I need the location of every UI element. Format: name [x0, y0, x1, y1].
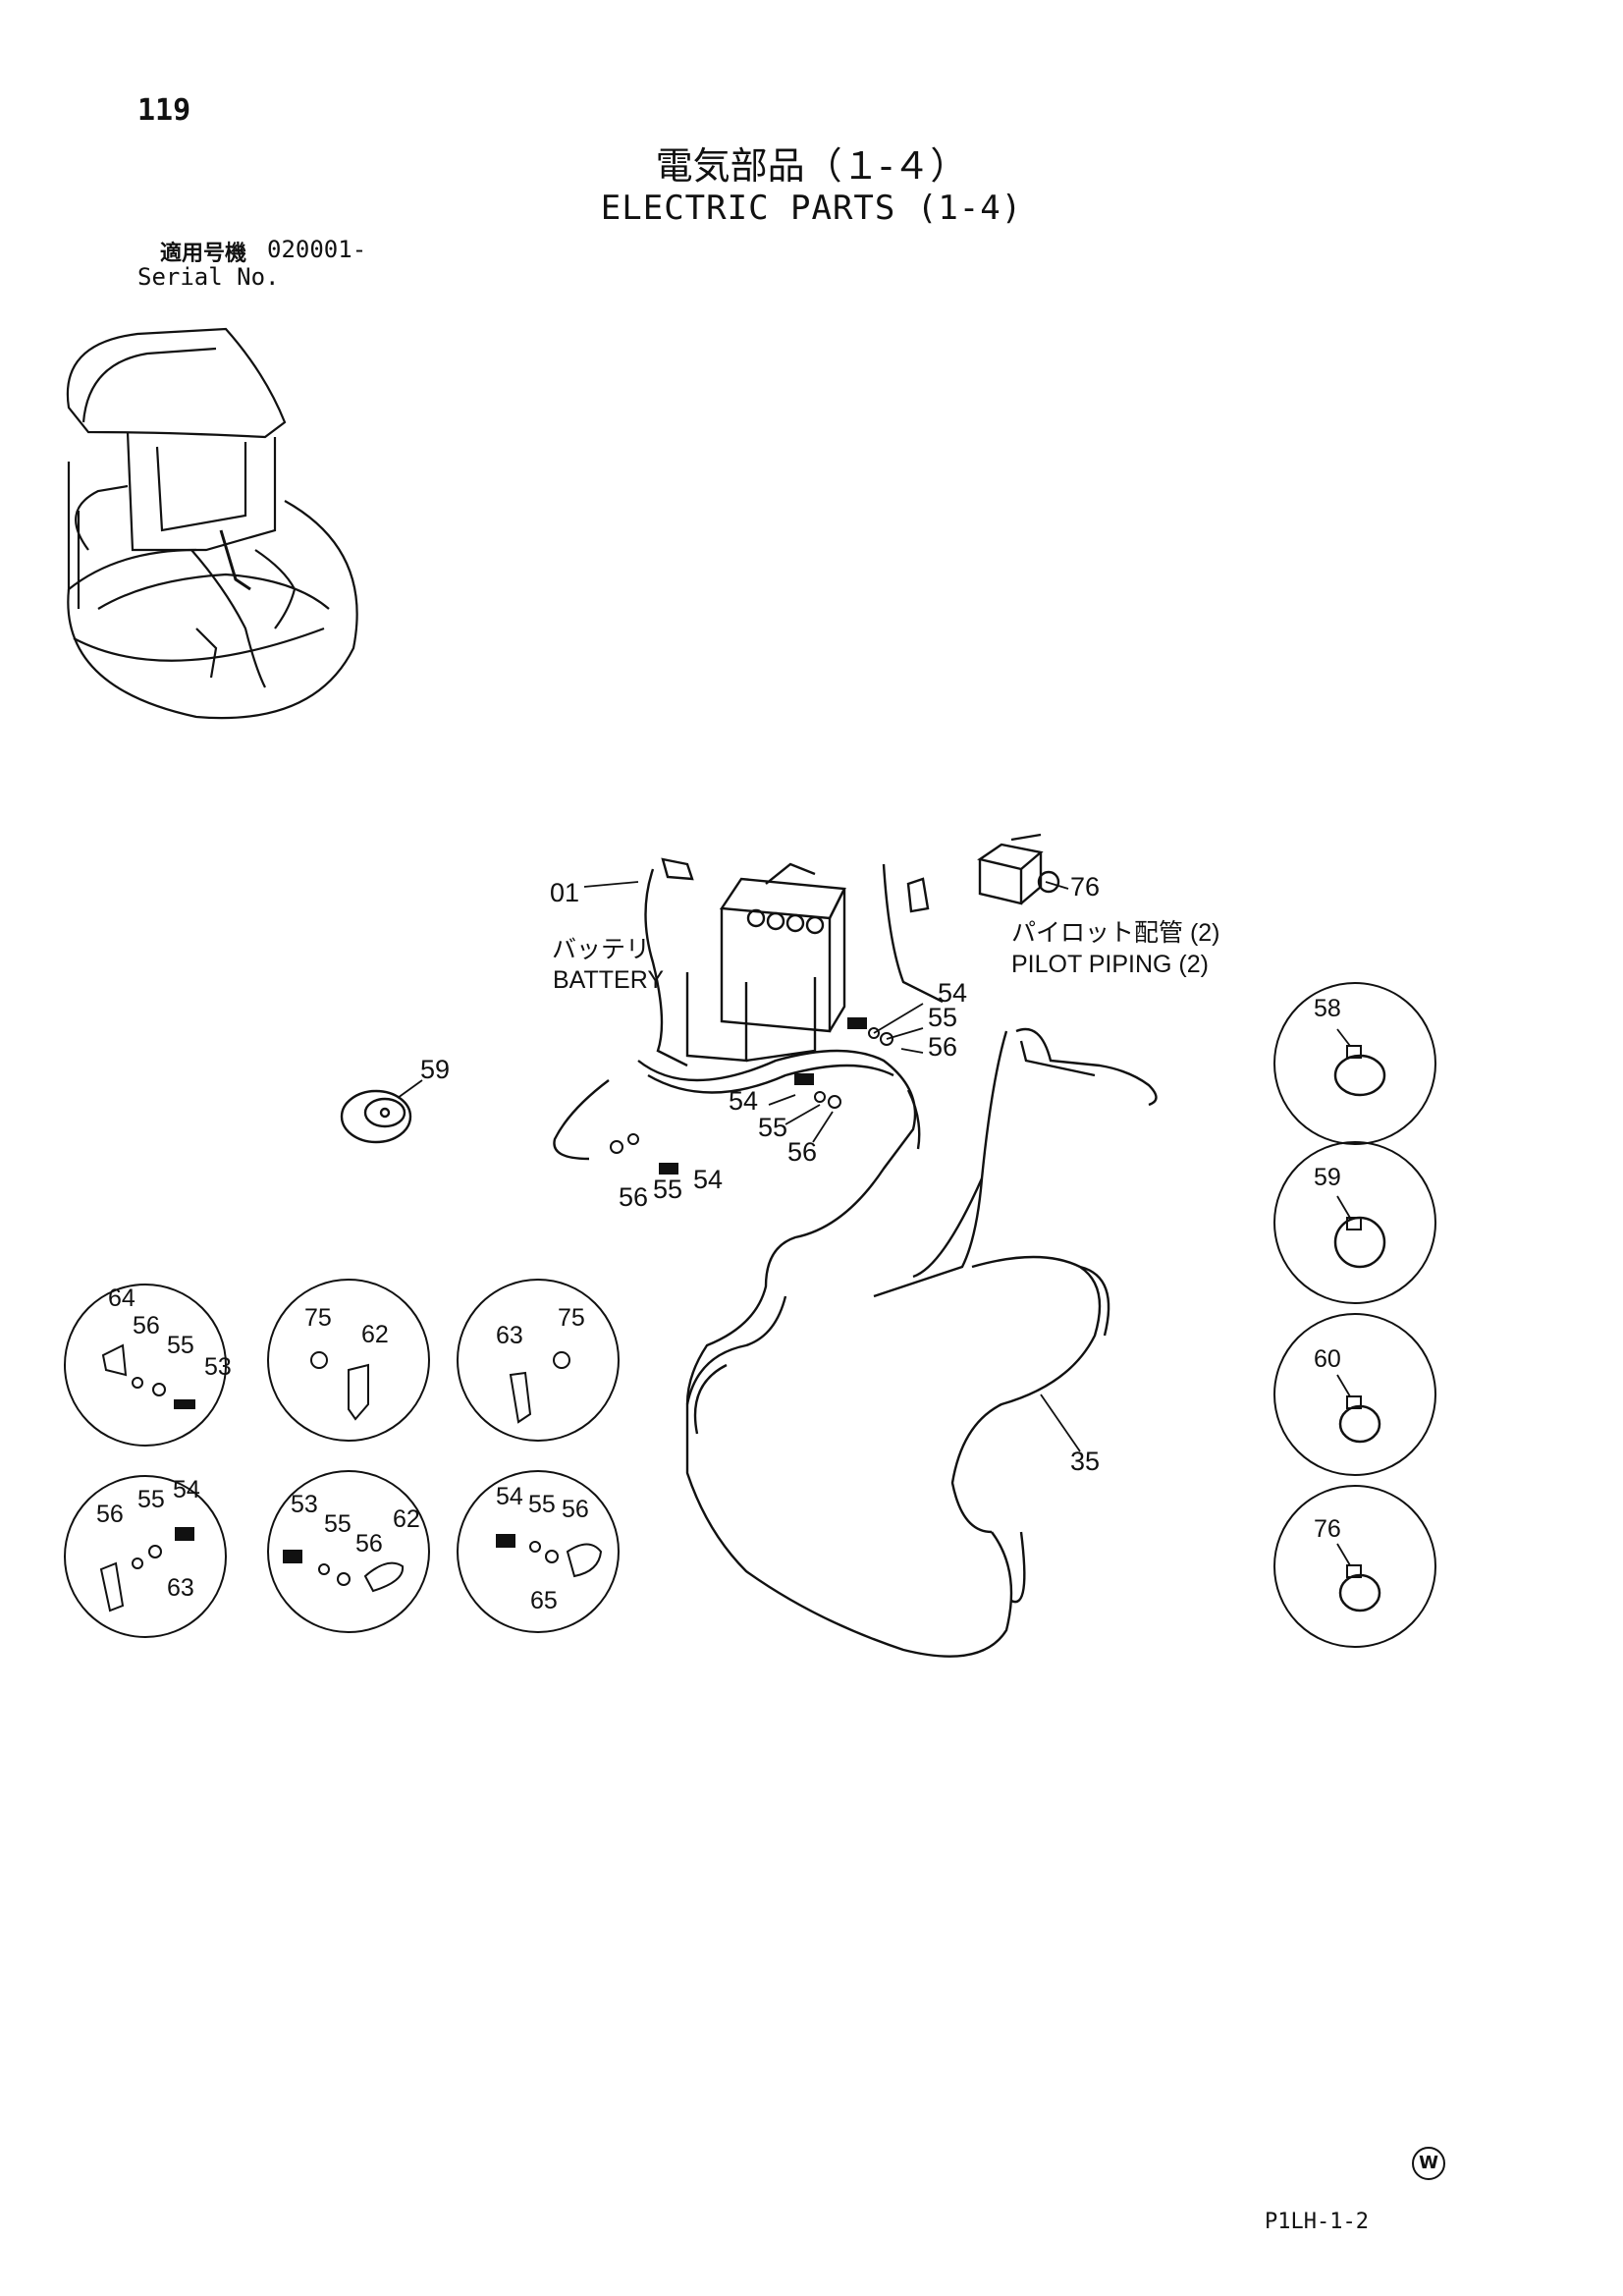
detail-1-callout-64: 64: [108, 1285, 135, 1312]
clamp-detail-59: 59: [1273, 1141, 1436, 1304]
clamp-detail-callout-58: 58: [1314, 995, 1341, 1022]
callout-59: 59: [420, 1055, 450, 1084]
pilot-piping-label-english: PILOT PIPING (2): [1011, 951, 1209, 978]
clamp-detail-58: 58: [1273, 982, 1436, 1145]
machine-overview-illustration: [66, 327, 358, 720]
detail-3-callout-63: 63: [496, 1322, 523, 1349]
page-title-english: ELECTRIC PARTS (1-4): [600, 189, 1023, 228]
callout-76: 76: [1070, 872, 1100, 902]
detail-4-callout-55: 55: [137, 1486, 165, 1513]
callout-01: 01: [550, 878, 579, 907]
document-code: P1LH-1-2: [1265, 2210, 1369, 2234]
callout-56-a: 56: [928, 1032, 957, 1062]
detail-1-callout-55: 55: [167, 1332, 194, 1359]
detail-3-callout-75: 75: [558, 1304, 585, 1332]
detail-4-callout-56: 56: [96, 1501, 124, 1528]
leader-lines: [397, 881, 1081, 1452]
detail-6-callout-65: 65: [530, 1587, 558, 1614]
detail-circle-1: 64 56 55 53: [64, 1284, 232, 1447]
detail-4-callout-63: 63: [167, 1574, 194, 1602]
fastener-hardware: [610, 1017, 893, 1175]
detail-circle-3: 63 75: [457, 1279, 620, 1442]
detail-circle-2: 75 62: [267, 1279, 430, 1442]
detail-6-callout-55: 55: [528, 1491, 556, 1518]
callout-54-a: 54: [938, 978, 967, 1008]
callout-55-a: 55: [928, 1003, 957, 1032]
detail-6-callout-56: 56: [562, 1496, 589, 1523]
clamp-detail-76: 76: [1273, 1485, 1436, 1648]
callout-35: 35: [1070, 1447, 1100, 1476]
detail-5-callout-53: 53: [291, 1491, 318, 1518]
pilot-piping-label-japanese: パイロット配管 (2): [1011, 919, 1220, 947]
detail-5-callout-56: 56: [355, 1530, 383, 1558]
detail-5-callout-55: 55: [324, 1510, 352, 1538]
page-number: 119: [137, 93, 191, 128]
detail-4-callout-54: 54: [173, 1476, 200, 1503]
detail-circle-6: 54 55 56 65: [457, 1470, 620, 1633]
wire-harness-35: [553, 857, 1158, 1658]
callout-56-c: 56: [619, 1182, 648, 1212]
callout-55-b: 55: [758, 1113, 787, 1142]
clamp-detail-60: 60: [1273, 1313, 1436, 1476]
battery-assembly: [685, 862, 846, 1063]
battery-label-english: BATTERY: [553, 966, 664, 994]
battery-label-japanese: バッテリ: [552, 936, 650, 963]
pilot-piping-block: [977, 833, 1060, 905]
detail-6-callout-54: 54: [496, 1483, 523, 1510]
clamp-detail-callout-59: 59: [1314, 1164, 1341, 1191]
clamp-detail-callout-76: 76: [1314, 1515, 1341, 1543]
detail-2-callout-75: 75: [304, 1304, 332, 1332]
detail-5-callout-62: 62: [393, 1505, 420, 1533]
clamp-detail-callout-60: 60: [1314, 1345, 1341, 1373]
callout-56-b: 56: [787, 1137, 817, 1167]
part-59-horn: [340, 1089, 412, 1144]
serial-label-english: Serial No.: [137, 263, 280, 291]
detail-circle-5: 53 55 56 62: [267, 1470, 430, 1633]
detail-2-callout-62: 62: [361, 1321, 389, 1348]
detail-1-callout-53: 53: [204, 1353, 232, 1381]
detail-1-callout-56: 56: [133, 1312, 160, 1339]
serial-number-value: 020001-: [267, 236, 367, 263]
serial-label-japanese: 適用号機: [160, 242, 247, 266]
callout-54-b: 54: [729, 1086, 758, 1116]
callout-55-c: 55: [653, 1175, 682, 1204]
callout-54-c: 54: [693, 1165, 723, 1194]
w-circle-mark: W: [1412, 2147, 1445, 2180]
detail-circle-4: 56 55 54 63: [64, 1475, 227, 1638]
page-title-japanese: 電気部品（１-４）: [655, 144, 968, 188]
